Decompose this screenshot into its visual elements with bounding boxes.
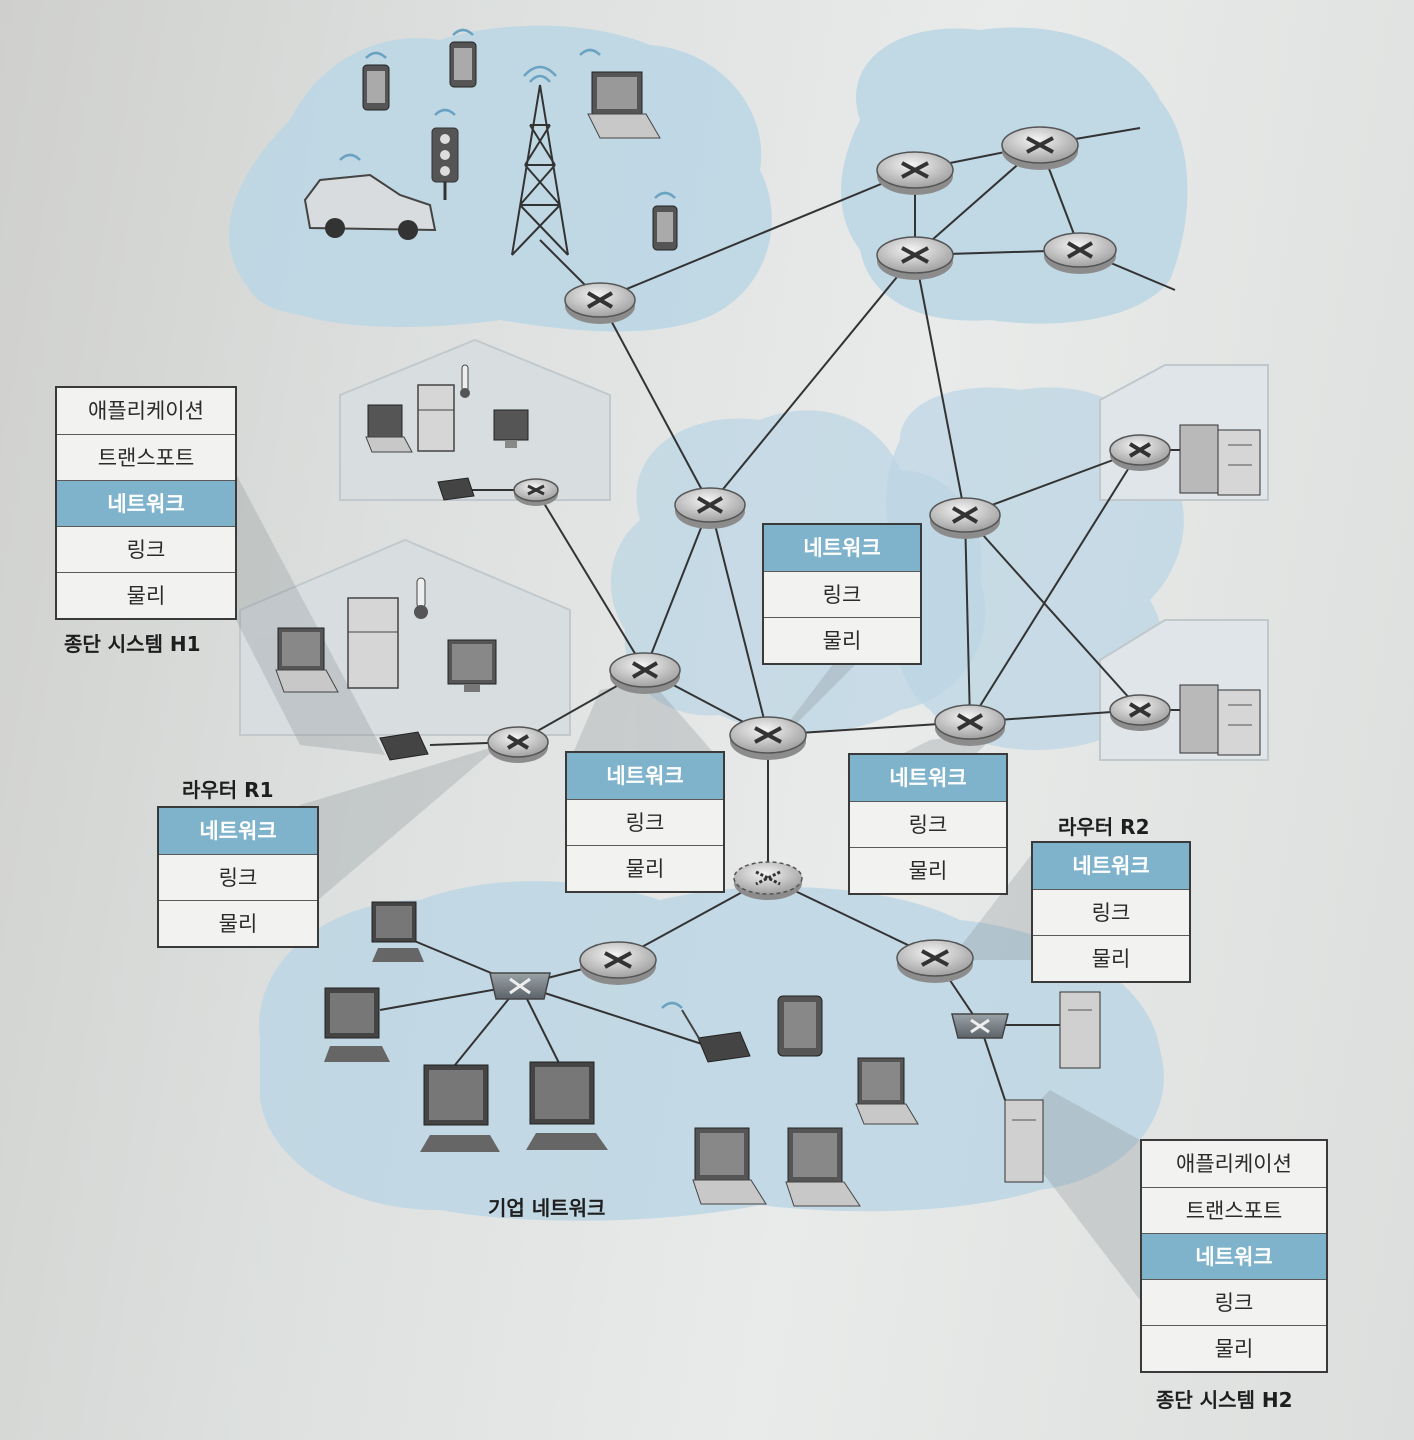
wireless-access-point-icon [661,1001,751,1063]
laptop-icon [365,404,413,453]
router-icon [876,236,954,280]
mobile-network-cloud [229,25,772,332]
layer-physical: 물리 [764,617,920,663]
layer-network: 네트워크 [567,753,723,799]
desktop-computer-icon [526,1061,608,1150]
layer-link: 링크 [764,571,920,617]
router-icon [876,151,954,195]
router-icon [934,704,1006,746]
layer-application: 애플리케이션 [1176,1152,1292,1176]
tablet-icon [777,995,823,1057]
router-icon [729,716,807,760]
desktop-computer-icon [324,987,390,1062]
router-icon [1109,434,1171,471]
layer-application: 애플리케이션 [88,399,204,423]
switch-icon [951,1013,1009,1039]
thermometer-icon [460,364,470,398]
router-icon [733,861,803,900]
monitor-icon [493,409,529,448]
server-rack-icon [1179,424,1261,496]
caption-end-system-h2: 종단 시스템 H2 [1156,1388,1293,1412]
switch-icon [489,972,551,1000]
caption-end-system-h1: 종단 시스템 H1 [64,632,201,656]
protocol-stack-router-r2: 네트워크 링크 물리 [1031,841,1191,983]
layer-link: 링크 [57,526,235,572]
server-tower-icon [1059,991,1101,1069]
protocol-stack-core-router: 네트워크 링크 물리 [762,523,922,665]
layer-link: 링크 [1142,1279,1326,1325]
layer-physical: 물리 [850,847,1006,893]
router-icon [674,487,746,529]
layer-transport: 트랜스포트 [57,434,235,480]
home-network-1 [339,338,611,501]
desktop-computer-icon [371,901,424,962]
laptop-icon [275,627,339,693]
router-icon [487,726,549,763]
desktop-computer-icon [420,1064,500,1152]
smartphone-icon [449,28,477,88]
router-icon [564,282,636,324]
layer-network: 네트워크 [850,755,1006,801]
car-icon [303,153,437,240]
laptop-icon [692,1127,767,1205]
layer-link: 링크 [567,799,723,845]
router-icon [1001,126,1079,170]
layer-link: 링크 [159,854,317,900]
protocol-stack-edge-router-left: 네트워크 링크 물리 [565,751,725,893]
router-icon [1043,232,1117,274]
layer-transport: 트랜스포트 [1142,1187,1326,1233]
layer-physical: 물리 [57,572,235,618]
router-icon [1109,694,1171,731]
caption-router-r1: 라우터 R1 [182,778,274,802]
protocol-stack-end-system-h1: 애플리케이션 트랜스포트 네트워크 링크 물리 [55,386,237,620]
traffic-light-icon [431,108,459,200]
router-icon [609,652,681,694]
refrigerator-icon [347,597,399,689]
layer-network: 네트워크 [57,480,235,526]
router-icon [579,941,657,985]
monitor-icon [447,639,497,692]
layer-network: 네트워크 [159,808,317,854]
laptop-icon [855,1057,919,1125]
smartphone-icon [652,191,678,251]
router-icon [513,478,559,506]
thermometer-icon [414,577,428,619]
layer-physical: 물리 [159,900,317,946]
modem-icon [437,477,475,501]
refrigerator-icon [417,384,455,452]
layer-link: 링크 [1033,889,1189,935]
layer-link: 링크 [850,801,1006,847]
server-rack-icon [1179,684,1261,756]
switches [489,972,1009,1039]
layer-physical: 물리 [1033,935,1189,981]
protocol-stack-end-system-h2: 애플리케이션 트랜스포트 네트워크 링크 물리 [1140,1139,1328,1373]
layer-physical: 물리 [1142,1325,1326,1371]
router-icon [929,497,1001,539]
laptop-icon [785,1127,861,1207]
smartphone-icon [362,51,390,111]
routers [487,126,1171,985]
layer-network: 네트워크 [1033,843,1189,889]
server-tower-icon [1004,1099,1044,1183]
caption-enterprise-network: 기업 네트워크 [488,1196,606,1220]
layer-network: 네트워크 [764,525,920,571]
protocol-stack-edge-router-right: 네트워크 링크 물리 [848,753,1008,895]
layer-network: 네트워크 [1142,1233,1326,1279]
protocol-stack-router-r1: 네트워크 링크 물리 [157,806,319,948]
router-icon [896,939,974,983]
caption-router-r2: 라우터 R2 [1058,815,1150,839]
cell-tower-icon [511,65,569,256]
layer-physical: 물리 [567,845,723,891]
modem-icon [379,731,429,761]
laptop-icon [579,48,661,139]
